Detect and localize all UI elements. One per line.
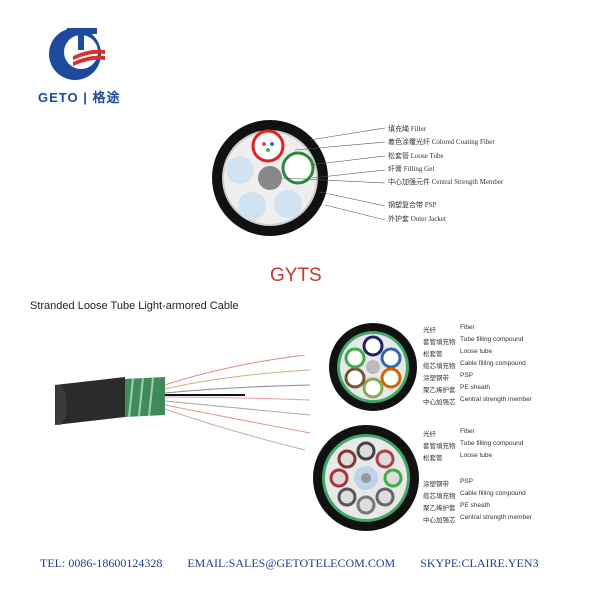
gyts-cross-section bbox=[212, 120, 386, 236]
footer-tel: TEL: 0086-18600124328 bbox=[40, 556, 163, 570]
subtitle: Stranded Loose Tube Light-armored Cable bbox=[30, 300, 239, 312]
cable-type-title: GYTS bbox=[270, 265, 322, 286]
label-colored-fiber: 着色涂覆光纤 Colored Coating Fiber bbox=[388, 138, 495, 146]
label-central-member: 中心加强元件 Central Strength Member bbox=[388, 178, 504, 186]
cross-section-6-tube bbox=[329, 323, 417, 411]
cross-section-8-tube bbox=[313, 425, 419, 531]
brand-name: GETO | 格途 bbox=[38, 90, 121, 105]
cable-illustration bbox=[55, 355, 311, 451]
label-filling-gel: 纤膏 Filling Gel bbox=[388, 165, 435, 173]
footer-email: EMAIL:SALES@GETOTELECOM.COM bbox=[187, 556, 396, 570]
contact-footer: TEL: 0086-18600124328 EMAIL:SALES@GETOTE… bbox=[40, 556, 561, 571]
label-filler: 填充绳 Filler bbox=[388, 125, 426, 133]
label-outer-jacket: 外护套 Outer Jacket bbox=[388, 215, 446, 223]
label-psp: 钢塑复合带 PSP bbox=[388, 201, 437, 209]
geto-logo-icon bbox=[49, 28, 105, 80]
label-loose-tube: 松套管 Loose Tube bbox=[388, 152, 444, 160]
footer-skype: SKYPE:CLAIRE.YEN3 bbox=[420, 556, 539, 570]
